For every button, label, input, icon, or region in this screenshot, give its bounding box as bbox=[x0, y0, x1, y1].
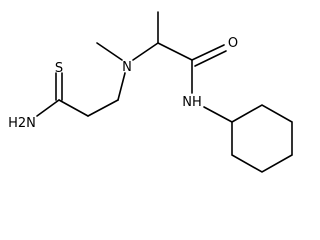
amino-label: H2N bbox=[8, 116, 36, 131]
oxygen-label: O bbox=[228, 36, 238, 51]
molecule-diagram: S H2N N O NH bbox=[8, 11, 293, 173]
bond-ch-carbonyl bbox=[157, 42, 193, 61]
bond-c-nh2 bbox=[36, 99, 60, 117]
bond-lines bbox=[36, 11, 233, 123]
amine-nitrogen-label: N bbox=[122, 60, 132, 75]
bond-co-double-b bbox=[194, 50, 227, 67]
atom-labels: S H2N N O NH bbox=[8, 36, 238, 131]
amide-nh-label: NH bbox=[182, 95, 202, 110]
bond-ch2-ch2 bbox=[87, 99, 119, 117]
bond-c-ch2 bbox=[58, 99, 89, 117]
cyclohexane-ring bbox=[231, 104, 293, 173]
bond-ch2-n bbox=[117, 72, 126, 101]
bond-n-ch bbox=[132, 42, 159, 61]
bond-co-double-a bbox=[191, 44, 225, 61]
bond-nh-ring bbox=[203, 106, 233, 123]
sulfur-label: S bbox=[55, 61, 63, 76]
bond-n-methyl bbox=[96, 42, 123, 61]
